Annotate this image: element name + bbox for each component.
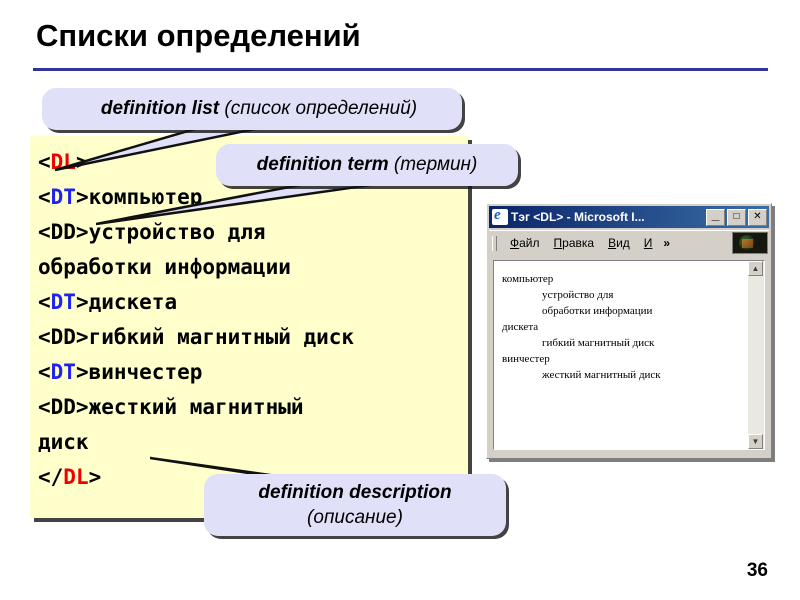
code-token: > (88, 465, 102, 489)
menu-item[interactable]: Вид (608, 236, 630, 250)
definition-description: устройство для (542, 289, 614, 301)
minimize-icon: _ (711, 205, 720, 222)
code-line: </DL> (38, 460, 468, 495)
definition-term: винчестер (502, 353, 550, 365)
browser-titlebar[interactable]: Тэг <DL> - Microsoft I... _ □ ✕ (489, 206, 769, 228)
code-line: обработки информации (38, 250, 468, 285)
slide-page-number: 36 (746, 560, 768, 581)
definition-description: обработки информации (542, 305, 653, 317)
code-token: DL (50, 150, 76, 174)
code-line: <DL> (38, 145, 468, 180)
code-listing: <DL><DT>компьютер<DD>устройство дляобраб… (38, 145, 468, 495)
code-token: < (38, 150, 51, 174)
internet-explorer-icon (492, 207, 508, 225)
browser-window-title: Тэг <DL> - Microsoft I... (511, 210, 645, 224)
menu-item[interactable]: Файл (510, 236, 540, 250)
browser-menubar: Файл Правка Вид И » (489, 230, 769, 255)
code-line: диск (38, 425, 468, 460)
ie-animated-logo (732, 232, 768, 254)
definition-description: гибкий магнитный диск (542, 337, 655, 349)
code-token: обработки информации (38, 255, 291, 279)
code-token: DT (50, 360, 76, 384)
code-token: DT (50, 185, 76, 209)
menu-item[interactable]: Правка (553, 236, 595, 250)
code-token: DL (63, 465, 89, 489)
vertical-scrollbar[interactable]: ▲ ▼ (747, 261, 764, 449)
browser-window: Тэг <DL> - Microsoft I... _ □ ✕ Файл Прав… (486, 203, 772, 459)
menu-item-accelerator: И (643, 236, 653, 250)
code-line: <DT>винчестер (38, 355, 468, 390)
page-title: Списки определений (36, 18, 361, 53)
code-line: <DD>жесткий магнитный (38, 390, 468, 425)
code-token: < (38, 185, 51, 209)
code-line: <DD>устройство для (38, 215, 468, 250)
callout-definition-list: definition list (список определений) (42, 88, 462, 130)
code-token: <DD>жесткий магнитный (38, 395, 304, 419)
callout-definition-term-ru: (термин) (388, 154, 478, 175)
definition-term: дискета (502, 321, 539, 333)
menu-overflow-chevron-icon[interactable]: » (663, 236, 671, 250)
scroll-up-arrow-icon[interactable]: ▲ (748, 261, 763, 276)
close-icon: ✕ (753, 210, 762, 222)
code-token: DT (50, 290, 76, 314)
code-token: >винчестер (75, 360, 203, 384)
definition-term: компьютер (502, 273, 554, 285)
definition-description: жесткий магнитный диск (542, 369, 661, 381)
code-token: </ (38, 465, 64, 489)
callout-definition-term: definition term (термин) (216, 144, 518, 186)
callout-definition-list-ru: (список определений) (219, 98, 418, 119)
code-token: <DD>гибкий магнитный диск (38, 325, 355, 349)
callout-definition-term-en: definition term (256, 154, 389, 175)
code-token: диск (38, 430, 89, 454)
callout-definition-description: definition description (описание) (204, 474, 506, 536)
code-token: >компьютер (75, 185, 203, 209)
browser-content-area: компьютер устройство для обработки информа… (493, 260, 765, 450)
maximize-button[interactable]: □ (727, 208, 746, 226)
menu-item-accelerator: П (553, 236, 563, 250)
maximize-icon: □ (733, 210, 740, 222)
code-token: <DD>устройство для (38, 220, 266, 244)
code-line: <DD>гибкий магнитный диск (38, 320, 468, 355)
code-token: < (38, 290, 51, 314)
menu-item[interactable]: И (637, 236, 660, 250)
code-token: < (38, 360, 51, 384)
callout-definition-description-ru: (описание) (307, 507, 403, 528)
toolbar-grip-handle[interactable] (492, 235, 497, 251)
scroll-down-arrow-icon[interactable]: ▼ (748, 434, 763, 449)
code-token: >дискета (75, 290, 178, 314)
callout-definition-list-en: definition list (100, 98, 220, 119)
callout-definition-description-en: definition description (258, 482, 452, 503)
menu-items: Файл Правка Вид И (503, 236, 659, 250)
callout-tail-definition-term (96, 180, 393, 226)
menu-item-accelerator: В (608, 236, 617, 250)
title-divider (33, 68, 768, 71)
minimize-button[interactable]: _ (706, 205, 725, 226)
menu-item-accelerator: Ф (510, 236, 520, 250)
rendered-definition-list: компьютер устройство для обработки информа… (502, 271, 744, 383)
code-line: <DT>компьютер (38, 180, 468, 215)
code-line: <DT>дискета (38, 285, 468, 320)
close-button[interactable]: ✕ (748, 208, 767, 226)
